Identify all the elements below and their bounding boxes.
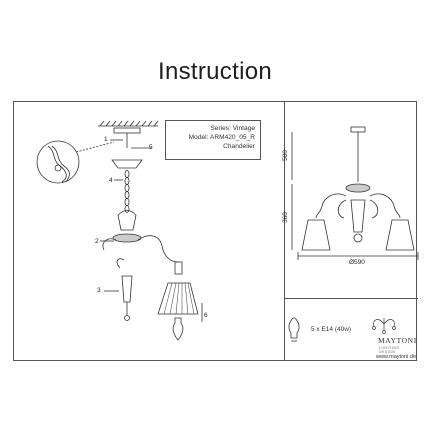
bulb-spec: 5 x E14 (40w) [311,326,352,333]
elevation-drawing [291,126,419,260]
horizontal-divider [284,298,418,300]
product-type-text: Chandelier [223,143,255,150]
canopy [111,159,143,169]
lightbulb-icon [288,317,300,342]
label-3: 3 [97,287,101,294]
label-5: 5 [149,144,153,151]
central-body [117,210,137,231]
model-text: Model: ARM420_05_R [188,134,255,141]
vertical-divider [284,102,286,360]
maytoni-logo-icon [372,318,396,334]
ceiling-hatch [98,120,159,127]
lamp-arm [137,235,179,263]
instruction-sheet: Series: Vintage Model: ARM420_05_R Chand… [13,101,418,361]
dimension-diameter: Ø590 [349,259,365,266]
dimension-drop: 500 [281,150,289,161]
brand-website: www.maytoni.de [376,354,417,360]
lamp-socket [174,261,183,275]
finial [121,275,133,303]
label-2: 2 [95,238,99,245]
chain [124,170,130,213]
series-text: Series: Vintage [210,125,255,132]
bulb-icon [172,317,184,341]
pleated-shade [157,282,199,315]
detail-circle [36,140,80,184]
label-4: 4 [109,177,113,184]
dimension-height: 360 [281,212,289,223]
label-6: 6 [204,312,208,319]
page-title: Instruction [157,58,273,85]
label-1: 1 [104,136,108,143]
brand-name: MAYTONI [378,336,417,345]
model-info-box: Series: Vintage Model: ARM420_05_R Chand… [165,120,261,160]
brand-tagline: LIGHTING DESIGN [379,346,400,354]
mounting-bracket [113,127,141,134]
